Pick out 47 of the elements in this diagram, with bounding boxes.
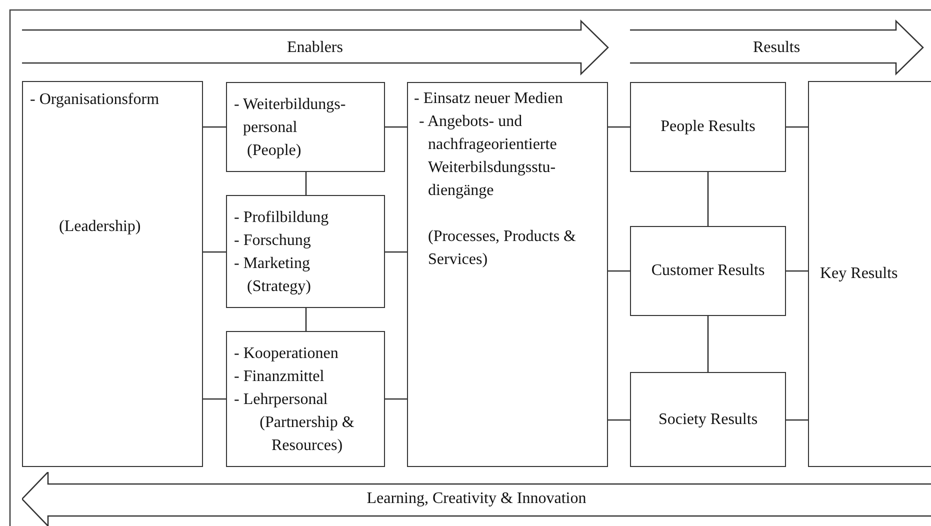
enabler-box: [407, 82, 608, 467]
box-text: - Finanzmittel: [234, 367, 324, 387]
connector-line: [786, 270, 808, 272]
connector-line: [305, 172, 307, 195]
box-text: (Partnership & Resources): [258, 413, 356, 456]
result-box: [630, 372, 786, 467]
arrow-label: Results: [752, 38, 800, 58]
connector-line: [385, 126, 407, 128]
connector-line: [707, 316, 709, 372]
box-text: - Organisationsform: [30, 90, 160, 110]
enabler-box: [226, 331, 385, 467]
connector-line: [786, 126, 808, 128]
box-text: - Lehrpersonal: [234, 390, 328, 410]
connector-line: [203, 251, 226, 253]
box-text: - Profilbildung: [234, 208, 329, 228]
connector-line: [608, 270, 630, 272]
box-text: (Leadership): [59, 217, 141, 237]
box-text: Customer Results: [651, 262, 765, 280]
connector-line: [203, 398, 226, 400]
enabler-box: [226, 195, 385, 308]
connector-line: [786, 419, 808, 421]
result-box: [808, 81, 931, 467]
box-text: - Marketing: [234, 254, 310, 274]
connector-line: [385, 398, 407, 400]
connector-line: [608, 419, 630, 421]
box-text: People Results: [660, 118, 756, 136]
box-text: - Forschung: [234, 231, 311, 251]
result-box: [630, 82, 786, 172]
box-text: - Weiterbildungs- personal: [234, 95, 347, 138]
arrow-label: Enablers: [287, 38, 343, 58]
connector-line: [608, 126, 630, 128]
connector-line: [305, 308, 307, 331]
enabler-box: [22, 81, 203, 467]
box-text: - Angebots- und nachfrageorientierte Weiterbilsdungsstu- diengänge: [419, 112, 558, 201]
box-text: - Einsatz neuer Medien: [414, 89, 563, 109]
result-box: [630, 226, 786, 316]
enabler-box: [226, 82, 385, 172]
box-text: Key Results: [820, 265, 898, 283]
box-text: (Processes, Products & Services): [428, 227, 577, 270]
box-text: (Strategy): [247, 277, 311, 297]
arrow-label: Learning, Creativity & Innovation: [366, 489, 586, 509]
connector-line: [707, 172, 709, 226]
box-text: - Kooperationen: [234, 344, 338, 364]
box-text: Society Results: [658, 410, 758, 428]
connector-line: [385, 251, 407, 253]
connector-line: [203, 126, 226, 128]
box-text: (People): [247, 141, 302, 161]
